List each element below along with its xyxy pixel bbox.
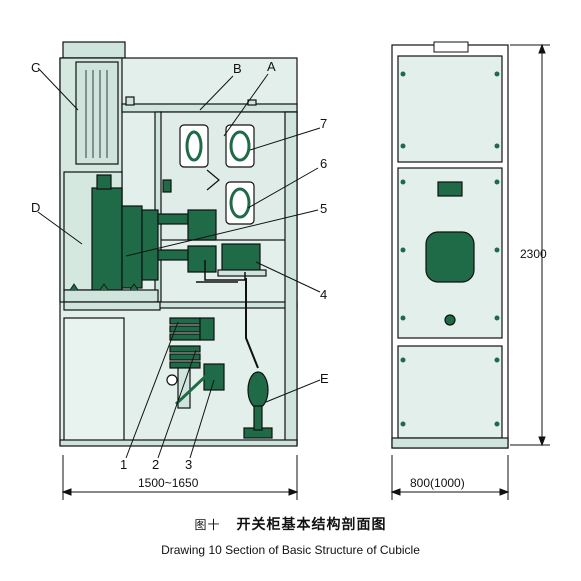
width-dimension [390, 455, 510, 500]
depth-dimension [61, 455, 299, 500]
label-b: B [233, 61, 242, 76]
height-dimension [510, 43, 550, 447]
leader-lines [37, 67, 321, 459]
label-7: 7 [320, 116, 327, 131]
depth-value: 1500~1650 [138, 476, 199, 490]
caption-title-cn: 开关柜基本结构剖面图 [236, 517, 387, 533]
label-2: 2 [152, 457, 159, 472]
label-c: C [31, 60, 40, 75]
height-value: 2300 [520, 247, 547, 261]
label-5: 5 [320, 201, 327, 216]
caption-chinese: 图十 开关柜基本结构剖面图 [0, 514, 581, 534]
caption-english: Drawing 10 Section of Basic Structure of… [161, 543, 420, 557]
label-1: 1 [120, 457, 127, 472]
label-e: E [320, 371, 329, 386]
label-a: A [267, 59, 276, 74]
label-d: D [31, 200, 40, 215]
label-4: 4 [320, 287, 327, 302]
component-labels: C B A D E 7 6 5 4 1 2 3 [31, 59, 329, 472]
label-3: 3 [185, 457, 192, 472]
side-section-view [59, 41, 298, 447]
front-view [391, 41, 509, 449]
figure-number: 图十 [194, 518, 221, 532]
width-value: 800(1000) [410, 476, 465, 490]
label-6: 6 [320, 156, 327, 171]
